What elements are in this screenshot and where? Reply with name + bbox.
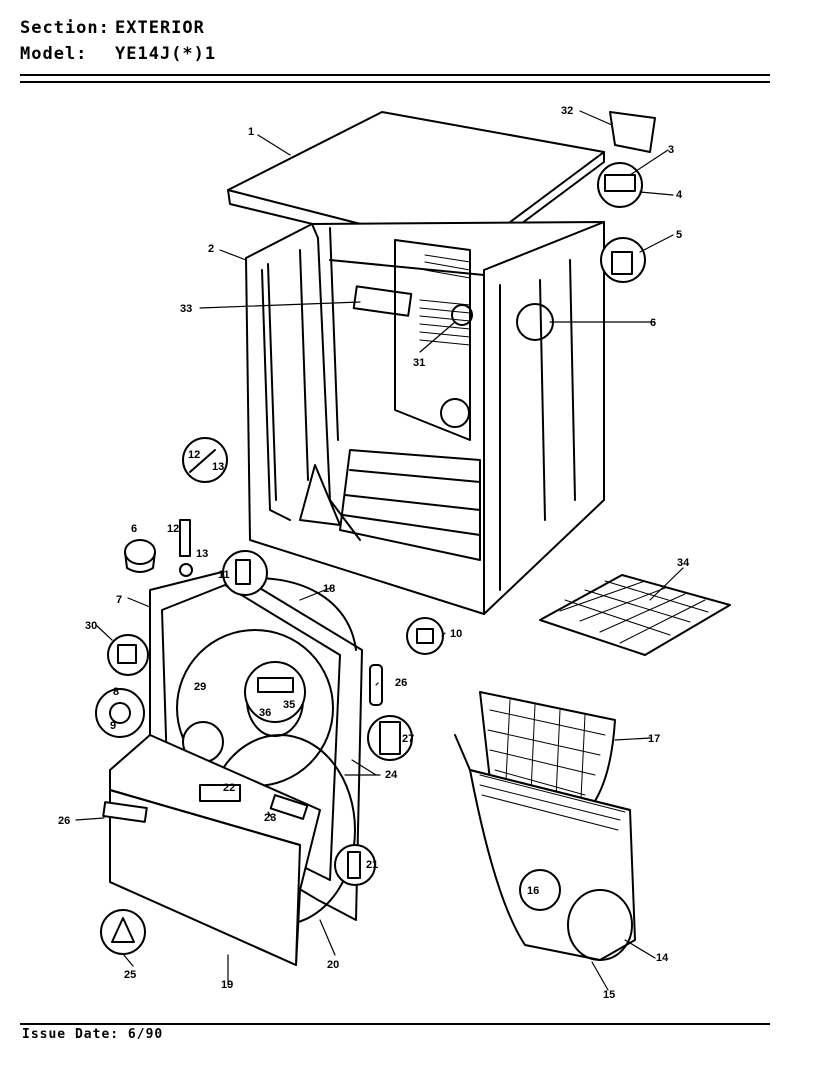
callout-35: 35 — [283, 699, 295, 711]
callout-15: 15 — [603, 989, 615, 1001]
callout-9: 9 — [110, 720, 116, 732]
callout-30: 30 — [85, 620, 97, 632]
cabinet-body — [245, 221, 605, 615]
part-28-hinge — [369, 664, 383, 706]
callout-19: 19 — [221, 979, 233, 991]
callout-13-rear: 13 — [212, 461, 224, 473]
callout-34: 34 — [677, 557, 690, 569]
callout-14: 14 — [656, 952, 669, 964]
part-5-detail-circle — [600, 237, 646, 283]
callout-2: 2 — [208, 243, 214, 255]
part-6-knob — [124, 539, 156, 573]
callout-18: 18 — [323, 583, 335, 595]
part-12-13-screw — [179, 519, 193, 577]
callout-16: 16 — [527, 885, 539, 897]
issue-date: Issue Date: 6/90 — [22, 1027, 164, 1042]
callout-26-hinge: 26 — [395, 677, 407, 689]
part-32-bracket — [609, 111, 656, 153]
callout-4: 4 — [676, 189, 683, 201]
callout-27: 27 — [402, 733, 414, 745]
section-key: Section: — [20, 18, 110, 38]
part-8-9-detail-circle — [95, 688, 145, 738]
callout-29: 29 — [194, 681, 206, 693]
section-header: Section:EXTERIOR — [20, 18, 205, 38]
callout-6-front: 6 — [131, 523, 137, 535]
callout-leaders — [75, 110, 684, 991]
callout-numbers: 1 2 3 4 5 6 6 7 8 9 10 11 12 12 13 13 14… — [58, 105, 690, 1001]
callout-13-front: 13 — [196, 548, 208, 560]
callout-5: 5 — [676, 229, 682, 241]
section-value: EXTERIOR — [115, 18, 205, 38]
callout-22: 22 — [223, 782, 235, 794]
part-10-detail-circle — [406, 617, 444, 655]
callout-1: 1 — [248, 126, 254, 138]
part-26-handle — [102, 801, 148, 823]
model-key: Model: — [20, 44, 88, 64]
callout-12-front: 12 — [167, 523, 179, 535]
callout-26-door: 26 — [58, 815, 70, 827]
callout-12-rear: 12 — [188, 449, 200, 461]
model-header: Model: YE14J(*)1 — [20, 44, 216, 64]
part-30-detail-circle — [107, 634, 149, 676]
part-16-detail-circle — [519, 869, 561, 911]
part-3-4-detail-circle — [597, 162, 643, 208]
footer-rule — [20, 1023, 770, 1025]
callout-32: 32 — [561, 105, 573, 117]
callout-3: 3 — [668, 144, 674, 156]
part-35-36-detail-circle — [244, 661, 306, 723]
part-21-detail-circle — [334, 844, 376, 886]
header-rule-bottom — [20, 81, 770, 83]
part-11-detail-circle — [222, 550, 268, 596]
callout-11: 11 — [218, 569, 230, 581]
callout-10: 10 — [450, 628, 462, 640]
callout-33: 33 — [180, 303, 192, 315]
lint-housing — [454, 734, 636, 961]
callout-36: 36 — [259, 707, 271, 719]
callout-20: 20 — [327, 959, 339, 971]
door — [109, 734, 321, 966]
drying-rack — [539, 574, 731, 656]
header-rule-top — [20, 74, 770, 76]
part-12-13-detail-circle — [182, 437, 228, 483]
callout-8: 8 — [113, 686, 119, 698]
model-value: YE14J(*)1 — [115, 44, 217, 64]
callout-7: 7 — [116, 594, 122, 606]
part-25-detail-circle — [100, 909, 146, 955]
callout-25: 25 — [124, 969, 136, 981]
callout-31: 31 — [413, 357, 425, 369]
callout-17: 17 — [648, 733, 660, 745]
callout-23: 23 — [264, 812, 276, 824]
callout-6-rear: 6 — [650, 317, 656, 329]
part-27-detail-circle — [367, 715, 413, 761]
callout-21: 21 — [366, 859, 378, 871]
callout-24: 24 — [385, 769, 398, 781]
